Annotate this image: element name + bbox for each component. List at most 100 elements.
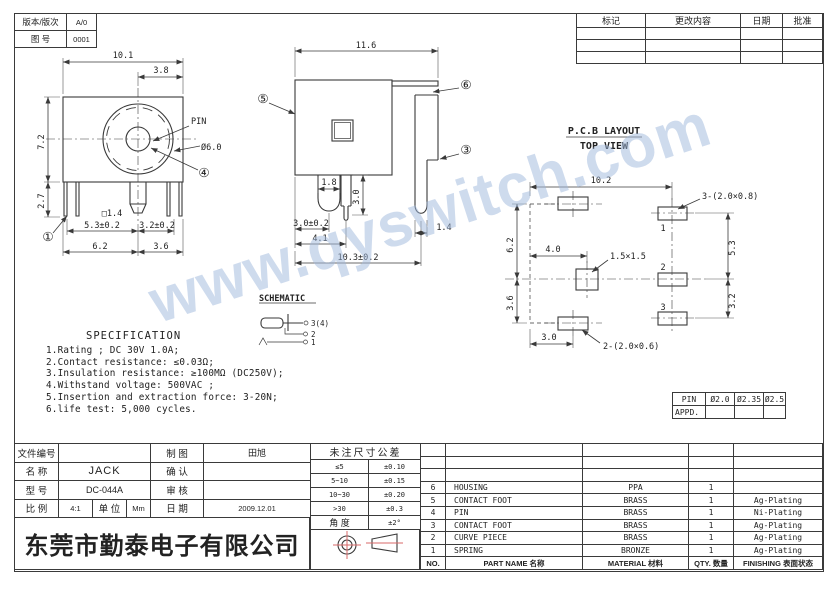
model-label: 型 号 <box>14 480 59 500</box>
parts-row-1: 1 SPRING BRONZE 1 Ag-Plating <box>420 543 823 558</box>
tolerance-title: 未注尺寸公差 <box>310 443 421 460</box>
parts-table: 6 HOUSING PPA 1 5 CONTACT FOOT BRASS 1 A… <box>420 443 823 570</box>
tol-val-3: ±0.20 <box>368 487 421 502</box>
drawn-by-value: 田旭 <box>203 443 312 463</box>
name-label: 名 称 <box>14 461 59 481</box>
version-value: A/0 <box>66 13 97 31</box>
scale-label: 比 例 <box>14 498 59 518</box>
pin-dia-3: Ø2.5 <box>763 392 786 406</box>
parts-empty-row <box>420 443 823 457</box>
part-name-value: JACK <box>57 461 152 481</box>
tol-val-1: ±0.10 <box>368 459 421 474</box>
part-no: 1 <box>420 543 446 558</box>
parts-col-no: NO. <box>420 556 446 570</box>
spec-line-2: 2.Contact resistance: ≤0.03Ω; <box>46 356 215 368</box>
date-value: 2009.12.01 <box>203 498 312 518</box>
part-no: 3 <box>420 518 446 533</box>
date-label: 日 期 <box>150 498 205 518</box>
pin-dia-2: Ø2.35 <box>734 392 764 406</box>
parts-col-qty: QTY. 数量 <box>688 556 734 570</box>
part-finishing <box>733 480 823 495</box>
tol-range-1: ≤5 <box>310 459 369 474</box>
spec-line-1: 1.Rating ; DC 30V 1.0A; <box>46 345 180 356</box>
parts-empty-row <box>420 455 823 470</box>
part-name: CURVE PIECE <box>445 531 583 545</box>
pin-table-label: PIN <box>672 392 706 406</box>
title-block: 文件编号 制 图 田旭 名 称 JACK 确 认 型 号 DC-044A 审 核… <box>14 443 312 518</box>
part-material: PPA <box>582 480 689 495</box>
part-qty: 1 <box>688 518 734 533</box>
part-no: 6 <box>420 480 446 495</box>
tol-angle-val: ±2° <box>368 515 421 530</box>
parts-empty-row <box>420 468 823 482</box>
drawing-no-label: 图 号 <box>14 30 67 48</box>
projection-symbol-box <box>310 529 420 570</box>
parts-row-6: 6 HOUSING PPA 1 <box>420 480 823 495</box>
part-material: BRASS <box>582 518 689 533</box>
tol-range-2: 5~10 <box>310 473 369 488</box>
file-no-label: 文件编号 <box>14 443 59 463</box>
spec-line-6: 6.life test: 5,000 cycles. <box>46 403 197 415</box>
part-no: 4 <box>420 505 446 520</box>
spec-line-3: 3.Insulation resistance: ≥100MΩ (DC250V)… <box>46 368 284 380</box>
part-name: HOUSING <box>445 480 583 495</box>
parts-col-name: PART NAME 名称 <box>445 556 583 570</box>
tol-range-4: >30 <box>310 501 369 516</box>
parts-col-finishing: FINISHING 表面状态 <box>733 556 823 570</box>
model-value: DC-044A <box>57 480 152 500</box>
confirm-label: 确 认 <box>150 461 205 481</box>
parts-row-5: 5 CONTACT FOOT BRASS 1 Ag-Plating <box>420 493 823 507</box>
part-qty: 1 <box>688 493 734 507</box>
part-name: CONTACT FOOT <box>445 493 583 507</box>
revision-table: 标记 更改内容 日期 批准 <box>576 13 823 64</box>
part-name: SPRING <box>445 543 583 558</box>
tol-range-3: 10~30 <box>310 487 369 502</box>
pin-dia-1: Ø2.0 <box>705 392 735 406</box>
pin-size-table: PIN Ø2.0 Ø2.35 Ø2.5 APPD. <box>672 392 786 419</box>
version-table: 版本/版次 A/0 图 号 0001 <box>14 13 97 48</box>
tol-val-2: ±0.15 <box>368 473 421 488</box>
parts-row-2: 2 CURVE PIECE BRASS 1 Ag-Plating <box>420 531 823 545</box>
rev-empty-row <box>576 27 823 40</box>
parts-row-3: 3 CONTACT FOOT BRASS 1 Ag-Plating <box>420 518 823 533</box>
rev-col-content: 更改内容 <box>645 13 741 28</box>
specification-title: SPECIFICATION <box>86 330 182 342</box>
parts-header-row: NO. PART NAME 名称 MATERIAL 材料 QTY. 数量 FIN… <box>420 556 823 570</box>
tolerance-table: 未注尺寸公差 ≤5 ±0.10 5~10 ±0.15 10~30 ±0.20 >… <box>310 443 421 530</box>
part-finishing: Ag-Plating <box>733 518 823 533</box>
part-name: CONTACT FOOT <box>445 518 583 533</box>
rev-col-mark: 标记 <box>576 13 646 28</box>
part-qty: 1 <box>688 480 734 495</box>
company-name: 东莞市勤泰电子有限公司 <box>24 533 300 560</box>
part-finishing: Ag-Plating <box>733 531 823 545</box>
check-value <box>203 480 312 500</box>
part-material: BRASS <box>582 531 689 545</box>
parts-col-material: MATERIAL 材料 <box>582 556 689 570</box>
tol-angle-label: 角 度 <box>310 515 369 530</box>
part-qty: 1 <box>688 531 734 545</box>
rev-empty-row <box>576 39 823 52</box>
part-qty: 1 <box>688 505 734 520</box>
spec-line-5: 5.Insertion and extraction force: 3-20N; <box>46 391 278 403</box>
scale-value: 4:1 <box>58 498 93 518</box>
part-finishing: Ag-Plating <box>733 493 823 507</box>
tol-val-4: ±0.3 <box>368 501 421 516</box>
part-material: BRASS <box>582 505 689 520</box>
part-finishing: Ag-Plating <box>733 543 823 558</box>
file-no-value <box>57 443 152 463</box>
confirm-value <box>203 461 312 481</box>
spec-line-4: 4.Withstand voltage: 500VAC ; <box>46 380 215 392</box>
unit-label: 单 位 <box>92 498 127 518</box>
parts-row-4: 4 PIN BRASS 1 Ni-Plating <box>420 505 823 520</box>
drawn-by-label: 制 图 <box>150 443 205 463</box>
specification: SPECIFICATION 1.Rating ; DC 30V 1.0A; 2.… <box>46 330 356 415</box>
appd-label: APPD. <box>672 405 706 419</box>
unit-value: Mm <box>125 498 152 518</box>
rev-empty-row <box>576 51 823 64</box>
version-label: 版本/版次 <box>14 13 67 31</box>
part-finishing: Ni-Plating <box>733 505 823 520</box>
part-material: BRASS <box>582 493 689 507</box>
drawing-no-value: 0001 <box>66 30 97 48</box>
part-no: 2 <box>420 531 446 545</box>
part-name: PIN <box>445 505 583 520</box>
